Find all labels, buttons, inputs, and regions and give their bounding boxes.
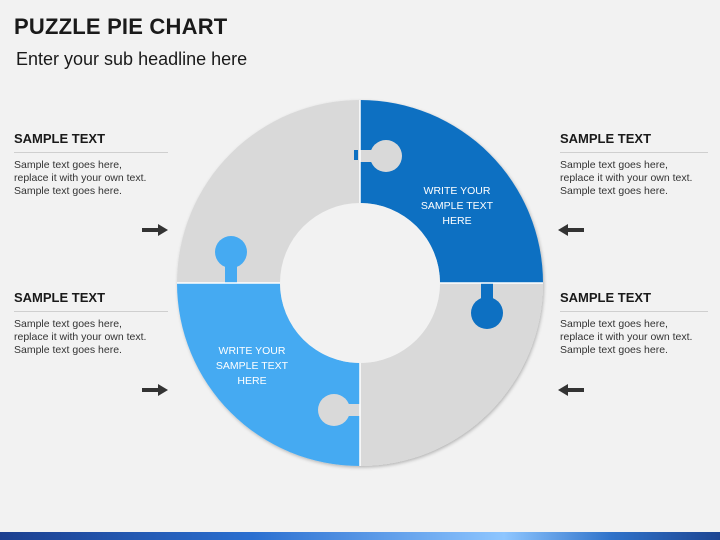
puzzle-knob <box>481 280 493 304</box>
puzzle-knob <box>215 236 247 268</box>
block-body-line: replace it with your own text. <box>560 331 693 343</box>
page-subtitle: Enter your sub headline here <box>16 49 248 69</box>
piece-label-top-right-line3: HERE <box>442 215 471 227</box>
piece-label-bottom-left-line3: HERE <box>237 375 266 387</box>
bottom-decorative-bar <box>0 532 720 540</box>
puzzle-knob <box>370 140 402 172</box>
block-body-line: Sample text goes here. <box>560 185 668 197</box>
block-body-line: Sample text goes here, <box>14 159 122 171</box>
arrow-right-icon <box>142 384 168 396</box>
block-heading: SAMPLE TEXT <box>14 290 168 312</box>
block-body-line: replace it with your own text. <box>560 172 693 184</box>
piece-label-bottom-left-line1: WRITE YOUR <box>219 345 286 357</box>
ring-center-hole <box>280 203 440 363</box>
text-block-top-left: SAMPLE TEXT Sample text goes here, repla… <box>14 131 168 198</box>
arrow-left-icon <box>558 384 584 396</box>
piece-label-top-right-line1: WRITE YOUR <box>424 185 491 197</box>
arrow-right-icon <box>142 224 168 236</box>
text-block-top-right: SAMPLE TEXT Sample text goes here, repla… <box>560 131 708 198</box>
block-body-line: Sample text goes here, <box>14 318 122 330</box>
puzzle-knob <box>471 297 503 329</box>
puzzle-knob <box>358 150 374 162</box>
arrow-left-icon <box>558 224 584 236</box>
block-body-line: replace it with your own text. <box>14 172 147 184</box>
block-body-line: Sample text goes here. <box>560 344 668 356</box>
block-heading: SAMPLE TEXT <box>14 131 168 153</box>
text-block-bottom-left: SAMPLE TEXT Sample text goes here, repla… <box>14 290 168 357</box>
piece-label-bottom-left-line2: SAMPLE TEXT <box>216 360 289 372</box>
piece-label-top-right-line2: SAMPLE TEXT <box>421 200 494 212</box>
puzzle-knob <box>344 404 364 416</box>
text-block-bottom-right: SAMPLE TEXT Sample text goes here, repla… <box>560 290 708 357</box>
block-heading: SAMPLE TEXT <box>560 290 708 312</box>
page-title: PUZZLE PIE CHART <box>14 14 228 39</box>
block-body-line: Sample text goes here, <box>560 159 668 171</box>
puzzle-knob <box>318 394 350 426</box>
block-body-line: Sample text goes here, <box>560 318 668 330</box>
puzzle-knob <box>225 262 237 286</box>
block-body-line: Sample text goes here. <box>14 344 122 356</box>
block-heading: SAMPLE TEXT <box>560 131 708 153</box>
block-body-line: replace it with your own text. <box>14 331 147 343</box>
block-body-line: Sample text goes here. <box>14 185 122 197</box>
